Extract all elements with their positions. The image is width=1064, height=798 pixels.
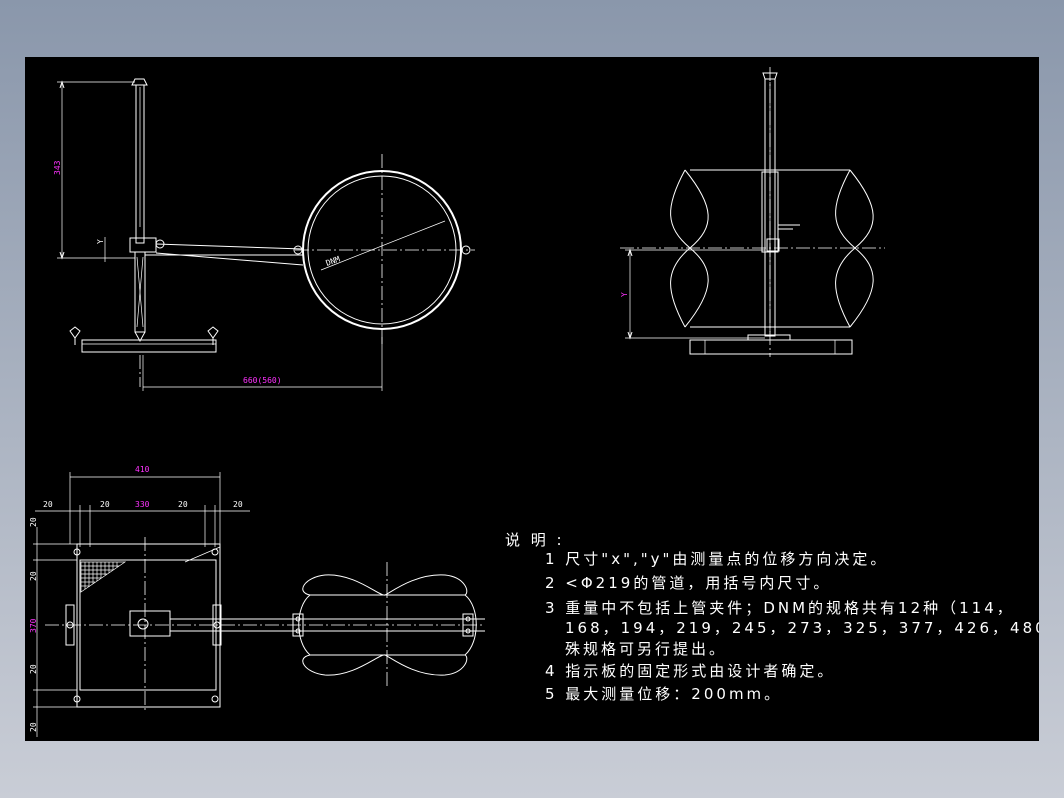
dim-side-20-top: 20 bbox=[29, 517, 38, 527]
dnm-label: DNM bbox=[325, 254, 342, 267]
scale-grid bbox=[80, 561, 127, 593]
notes-block: 说 明 : 1 尺寸"x","y"由测量点的位移方向决定。 2 <Φ219的管道… bbox=[505, 531, 1039, 703]
indicator-plate bbox=[76, 543, 221, 708]
dim-side-20-low: 20 bbox=[29, 664, 38, 674]
dim-inner-20a: 20 bbox=[100, 500, 110, 509]
dim-370: 370 bbox=[29, 618, 38, 633]
side-view: Y bbox=[620, 67, 885, 357]
note-line-7: 5 最大测量位移：200mm。 bbox=[545, 685, 782, 703]
dim-right-20: 20 bbox=[233, 500, 243, 509]
front-view: DNM 343 Y 660(560) bbox=[53, 78, 475, 391]
dnm-leader bbox=[320, 220, 446, 271]
side-base-plate bbox=[689, 339, 853, 355]
note-line-5: 殊规格可另行提出。 bbox=[565, 640, 727, 658]
dim-side-y: Y bbox=[620, 292, 629, 297]
note-line-2: 2 <Φ219的管道，用括号内尺寸。 bbox=[545, 574, 831, 592]
arm-upper bbox=[155, 243, 304, 250]
dim-410: 410 bbox=[135, 465, 150, 474]
note-line-6: 4 指示板的固定形式由设计者确定。 bbox=[545, 662, 835, 680]
note-line-1: 1 尺寸"x","y"由测量点的位移方向决定。 bbox=[545, 550, 888, 568]
front-base-plate bbox=[81, 339, 217, 353]
plan-slider bbox=[129, 610, 171, 637]
plan-handle bbox=[65, 604, 75, 646]
rod-top-cap bbox=[131, 78, 148, 86]
clamp-block bbox=[129, 237, 157, 253]
notes-title: 说 明 : bbox=[505, 531, 565, 549]
dim-side-20-mid: 20 bbox=[29, 571, 38, 581]
lower-pointer bbox=[134, 251, 146, 333]
dim-660: 660(560) bbox=[243, 376, 282, 385]
note-line-4: 168，194，219，245，273，325，377，426，480），特 bbox=[565, 619, 1039, 637]
dim-side-20-bot: 20 bbox=[29, 722, 38, 732]
plan-view: 410 20 20 330 20 20 20 20 370 20 20 bbox=[29, 465, 485, 737]
dim-y-label: Y bbox=[96, 239, 105, 244]
cad-drawing: DNM 343 Y 660(560) bbox=[29, 67, 1039, 737]
note-line-3: 3 重量中不包括上管夹件；DNM的规格共有12种（114， bbox=[545, 599, 1015, 617]
dim-left-20: 20 bbox=[43, 500, 53, 509]
dim-330: 330 bbox=[135, 500, 150, 509]
arm-lower bbox=[155, 252, 304, 266]
dim-inner-20b: 20 bbox=[178, 500, 188, 509]
cad-drawing-viewport[interactable]: DNM 343 Y 660(560) bbox=[25, 57, 1039, 741]
dim-343: 343 bbox=[53, 160, 62, 175]
